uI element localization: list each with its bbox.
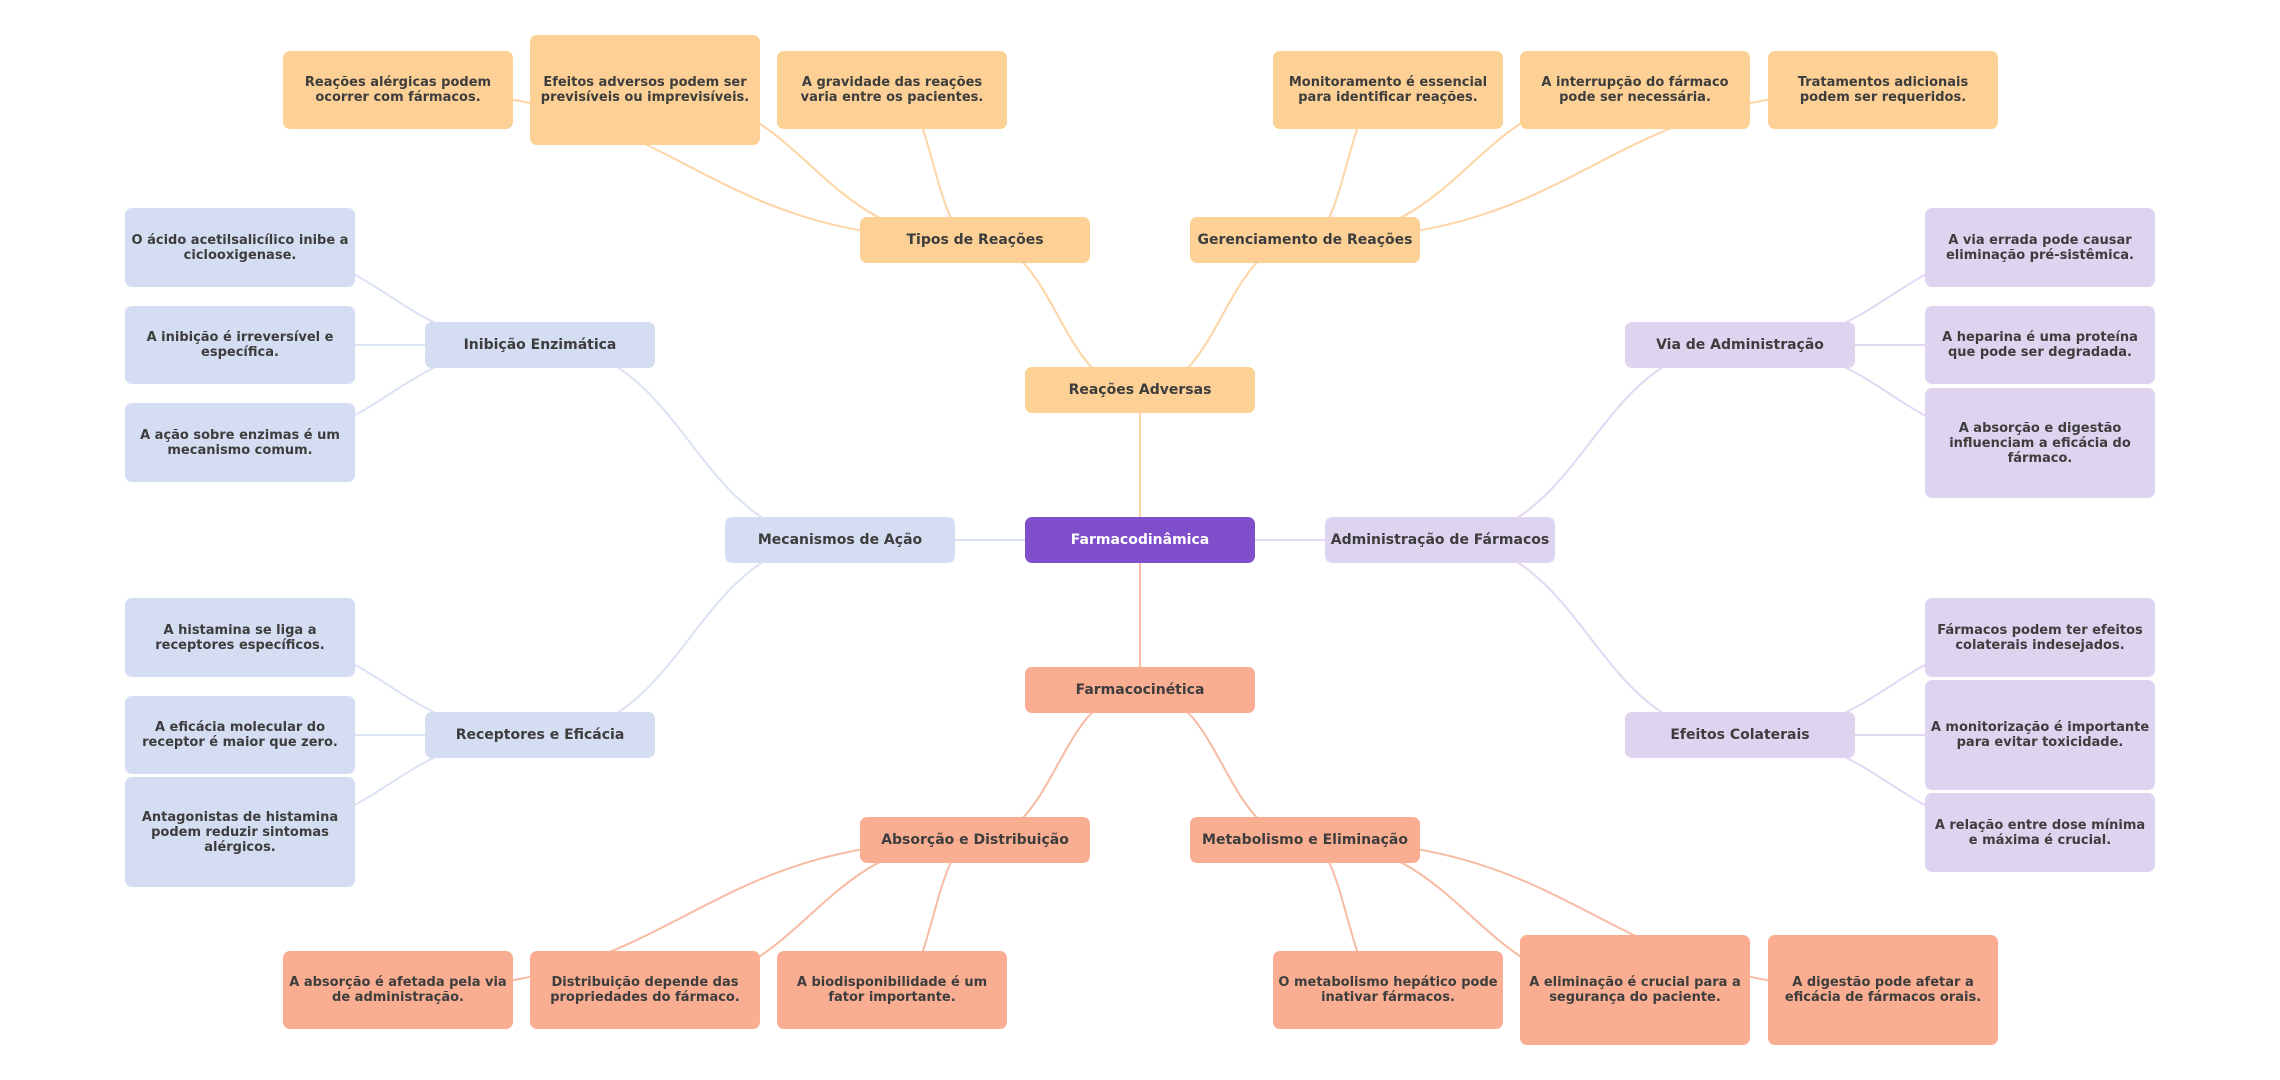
leaf-text: Monitoramento é essencial para identific…	[1288, 75, 1488, 105]
leaf-node: A gravidade das reações varia entre os p…	[777, 51, 1007, 129]
subtopic-node-inibicao-enzimatica: Inibição Enzimática	[425, 322, 655, 368]
subtopic-label: Tipos de Reações	[906, 232, 1044, 248]
leaf-node: Reações alérgicas podem ocorrer com fárm…	[283, 51, 513, 129]
leaf-node: A via errada pode causar eliminação pré-…	[1925, 208, 2155, 287]
leaf-node: Tratamentos adicionais podem ser requeri…	[1768, 51, 1998, 129]
subtopic-label: Inibição Enzimática	[463, 337, 617, 353]
leaf-text: A absorção e digestão influenciam a efic…	[1949, 420, 2131, 466]
branch-node-administracao-de-farmacos: Administração de Fármacos	[1325, 517, 1555, 563]
leaf-text: O ácido acetilsalicílico inibe a cicloox…	[131, 232, 349, 263]
leaf-node: Antagonistas de histamina podem reduzir …	[125, 777, 355, 887]
root-label: Farmacodinâmica	[1070, 532, 1210, 548]
subtopic-node-metabolismo-e-eliminacao: Metabolismo e Eliminação	[1190, 817, 1420, 863]
subtopic-label: Gerenciamento de Reações	[1197, 232, 1413, 248]
subtopic-label: Metabolismo e Eliminação	[1202, 832, 1408, 848]
subtopic-node-gerenciamento-de-reacoes: Gerenciamento de Reações	[1190, 217, 1420, 263]
leaf-node: O metabolismo hepático pode inativar fár…	[1273, 951, 1503, 1029]
leaf-text: A gravidade das reações varia entre os p…	[800, 75, 984, 105]
leaf-text: A eliminação é crucial para a segurança …	[1529, 975, 1741, 1005]
branch-label: Administração de Fármacos	[1330, 532, 1550, 548]
leaf-text: A via errada pode causar eliminação pré-…	[1945, 232, 2134, 263]
leaf-text: A digestão pode afetar a eficácia de fár…	[1784, 975, 1982, 1005]
leaf-text: O metabolismo hepático pode inativar fár…	[1278, 975, 1498, 1005]
leaf-node: A ação sobre enzimas é um mecanismo comu…	[125, 403, 355, 482]
root-node: Farmacodinâmica	[1025, 517, 1255, 563]
leaf-node: A heparina é uma proteína que pode ser d…	[1925, 306, 2155, 384]
leaf-node: A eliminação é crucial para a segurança …	[1520, 935, 1750, 1045]
leaf-node: A absorção e digestão influenciam a efic…	[1925, 388, 2155, 498]
leaf-text: A relação entre dose mínima e máxima é c…	[1934, 817, 2146, 848]
subtopic-label: Receptores e Eficácia	[455, 727, 625, 743]
leaf-text: Distribuição depende das propriedades do…	[550, 975, 740, 1005]
subtopic-label: Efeitos Colaterais	[1670, 727, 1810, 743]
connector-branch-subtopic	[539, 344, 841, 541]
connector-branch-subtopic	[539, 539, 841, 736]
branch-node-reacoes-adversas: Reações Adversas	[1025, 367, 1255, 413]
branch-node-farmacocinetica: Farmacocinética	[1025, 667, 1255, 713]
leaf-node: A biodisponibilidade é um fator importan…	[777, 951, 1007, 1029]
leaf-text: A histamina se liga a receptores específ…	[155, 622, 325, 653]
leaf-text: A monitorização é importante para evitar…	[1930, 720, 2150, 750]
leaf-text: A absorção é afetada pela via de adminis…	[289, 975, 507, 1005]
leaf-node: O ácido acetilsalicílico inibe a cicloox…	[125, 208, 355, 287]
leaf-node: A histamina se liga a receptores específ…	[125, 598, 355, 677]
leaf-node: A eficácia molecular do receptor é maior…	[125, 696, 355, 774]
branch-label: Reações Adversas	[1068, 382, 1212, 398]
leaf-node: Distribuição depende das propriedades do…	[530, 951, 760, 1029]
subtopic-node-efeitos-colaterais: Efeitos Colaterais	[1625, 712, 1855, 758]
subtopic-node-receptores-e-eficacia: Receptores e Eficácia	[425, 712, 655, 758]
leaf-text: Efeitos adversos podem ser previsíveis o…	[540, 75, 750, 105]
leaf-node: A inibição é irreversível e específica.	[125, 306, 355, 384]
leaf-node: A interrupção do fármaco pode ser necess…	[1520, 51, 1750, 129]
leaf-text: A heparina é uma proteína que pode ser d…	[1942, 330, 2138, 360]
subtopic-node-tipos-de-reacoes: Tipos de Reações	[860, 217, 1090, 263]
subtopic-node-via-de-administracao: Via de Administração	[1625, 322, 1855, 368]
subtopic-label: Absorção e Distribuição	[881, 832, 1069, 848]
leaf-node: A relação entre dose mínima e máxima é c…	[1925, 793, 2155, 872]
leaf-node: Fármacos podem ter efeitos colaterais in…	[1925, 598, 2155, 677]
leaf-node: A absorção é afetada pela via de adminis…	[283, 951, 513, 1029]
leaf-node: Efeitos adversos podem ser previsíveis o…	[530, 35, 760, 145]
leaf-node: Monitoramento é essencial para identific…	[1273, 51, 1503, 129]
leaf-text: Antagonistas de histamina podem reduzir …	[141, 809, 339, 855]
subtopic-label: Via de Administração	[1656, 337, 1824, 353]
connector-branch-subtopic	[1439, 344, 1741, 541]
leaf-text: A biodisponibilidade é um fator importan…	[796, 975, 988, 1005]
branch-label: Mecanismos de Ação	[757, 532, 923, 548]
leaf-node: A monitorização é importante para evitar…	[1925, 680, 2155, 790]
leaf-text: A inibição é irreversível e específica.	[146, 330, 334, 360]
leaf-text: A eficácia molecular do receptor é maior…	[142, 720, 338, 750]
leaf-text: Tratamentos adicionais podem ser requeri…	[1797, 75, 1969, 105]
leaf-text: Reações alérgicas podem ocorrer com fárm…	[304, 75, 492, 105]
subtopic-node-absorcao-e-distribuicao: Absorção e Distribuição	[860, 817, 1090, 863]
leaf-node: A digestão pode afetar a eficácia de fár…	[1768, 935, 1998, 1045]
branch-label: Farmacocinética	[1075, 682, 1205, 698]
leaf-text: A ação sobre enzimas é um mecanismo comu…	[140, 427, 340, 458]
leaf-text: Fármacos podem ter efeitos colaterais in…	[1937, 622, 2143, 653]
leaf-text: A interrupção do fármaco pode ser necess…	[1541, 75, 1729, 105]
connector-branch-subtopic	[1439, 539, 1741, 736]
branch-node-mecanismos-de-acao: Mecanismos de Ação	[725, 517, 955, 563]
